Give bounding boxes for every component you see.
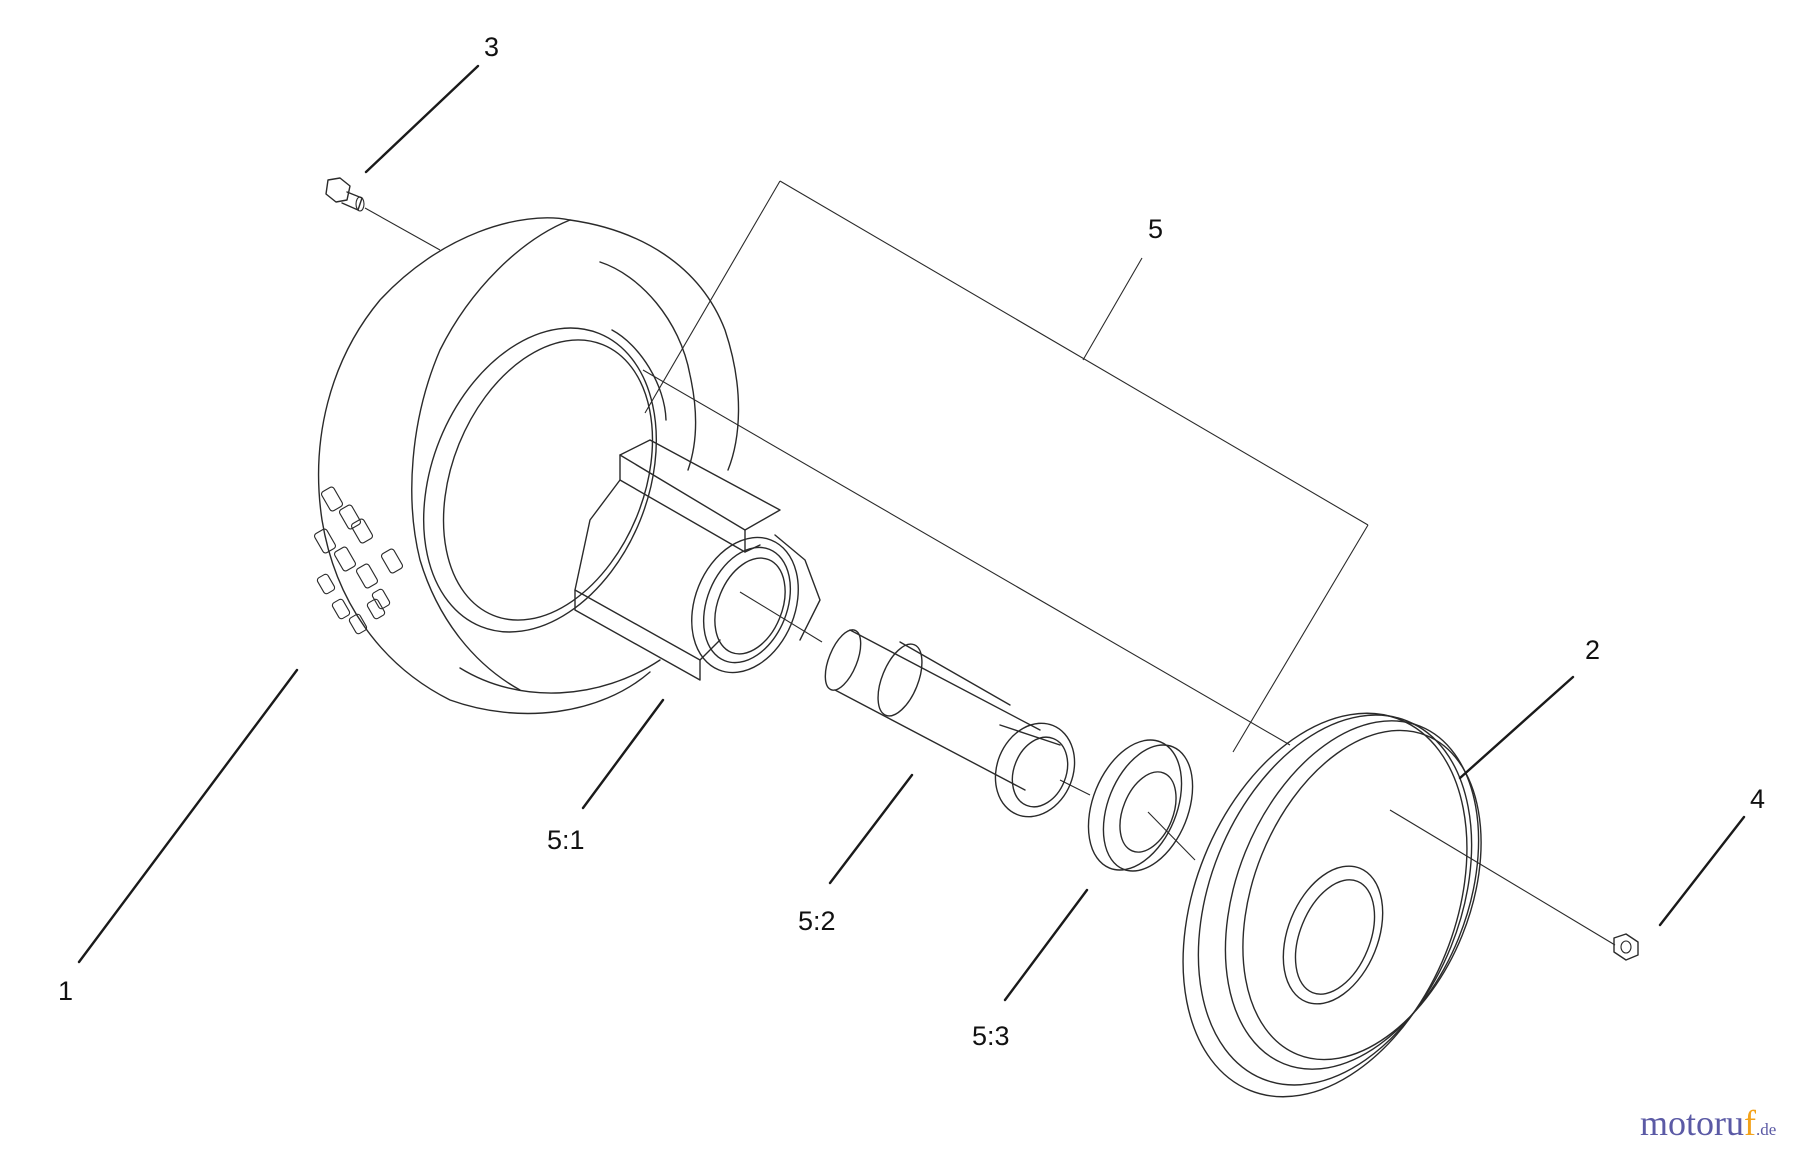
tire <box>313 217 740 715</box>
watermark-main: motoru <box>1640 1103 1744 1143</box>
callout-3: 3 <box>484 32 499 62</box>
callout-1: 1 <box>58 976 73 1006</box>
svg-text:motoruf.de: motoruf.de <box>1640 1103 1776 1143</box>
callout-4: 4 <box>1750 784 1765 814</box>
leader-lines <box>77 64 1746 1002</box>
nut-part-4 <box>1613 933 1639 961</box>
wheel-cover-part-2 <box>1182 712 1482 1098</box>
washer-part-5-3 <box>1087 739 1194 872</box>
callout-5-1: 5:1 <box>547 825 585 855</box>
callout-5: 5 <box>1148 214 1163 244</box>
callout-2: 2 <box>1585 635 1600 665</box>
callout-5-2: 5:2 <box>798 906 836 936</box>
watermark-accent: f <box>1744 1103 1756 1143</box>
axle-spacer-part-5-2 <box>824 629 1076 818</box>
watermark-logo: motoruf.de <box>1640 1103 1776 1143</box>
hub-part-5-1 <box>574 439 821 681</box>
callout-5-3: 5:3 <box>972 1021 1010 1051</box>
assembly-axis-lines <box>364 207 1616 946</box>
callout-labels: 3 5 2 4 5:1 5:2 5:3 1 <box>58 32 1765 1051</box>
tread-pattern <box>313 486 404 635</box>
assembly-bracket-5 <box>644 180 1369 753</box>
bolt-part-3 <box>325 177 365 212</box>
watermark-tld: .de <box>1756 1120 1776 1139</box>
